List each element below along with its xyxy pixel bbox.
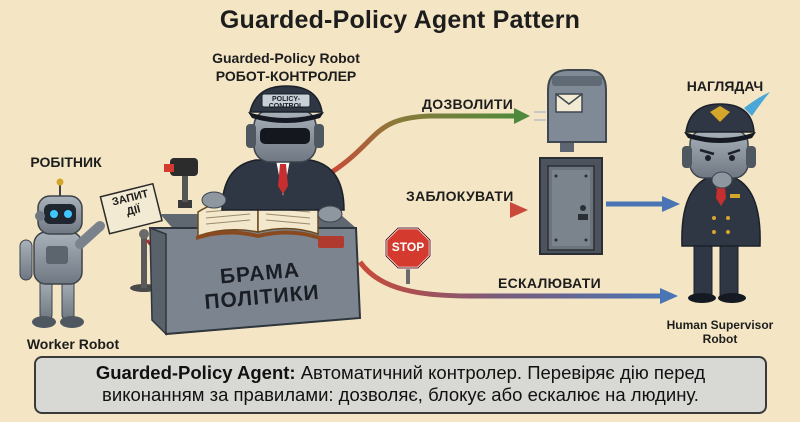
mailbox-icon [534,69,607,152]
block-arrow-label: ЗАБЛОКУВАТИ [406,188,514,204]
stop-sign-text: STOP [391,240,425,254]
stop-sign-icon [384,226,432,284]
allow-arrow-label: ДОЗВОЛИТИ [422,96,514,112]
caption-term: Guarded-Policy Agent: [95,362,296,383]
block-to-supervisor-arrow [606,196,680,212]
worker-robot-illustration [19,178,105,328]
scanner-icon [164,158,198,208]
caption-line-1: Автоматичний контролер. Перевіряє дію пе… [295,362,706,383]
controller-cap-badge: POLICY-CONTROL [268,96,304,110]
supervisor-label-uk: НАГЛЯДАЧ [686,78,764,94]
block-arrow [360,202,528,218]
locked-door-icon [539,157,603,255]
worker-label-en: Worker Robot [26,336,120,352]
caption-box [34,356,767,414]
controller-label-en: Guarded-Policy Robot [212,50,360,66]
escalate-arrow-label: ЕСКАЛЮВАТИ [498,275,601,291]
caption-line-2: виконанням за правилами: дозволяє, блоку… [102,384,699,405]
supervisor-label-en: Human Supervisor Robot [666,318,774,346]
supervisor-robot-illustration [681,92,770,303]
request-sign [99,182,163,235]
page-title: Guarded-Policy Agent Pattern [219,6,581,34]
worker-label-uk: РОБІТНИК [30,154,102,170]
controller-label-uk: РОБОТ-КОНТРОЛЕР [215,68,357,84]
allow-arrow [330,108,530,175]
escalate-arrow [357,260,678,304]
controller-robot-illustration [201,85,345,223]
caption-text: Guarded-Policy Agent: Автоматичний контр… [34,362,767,406]
